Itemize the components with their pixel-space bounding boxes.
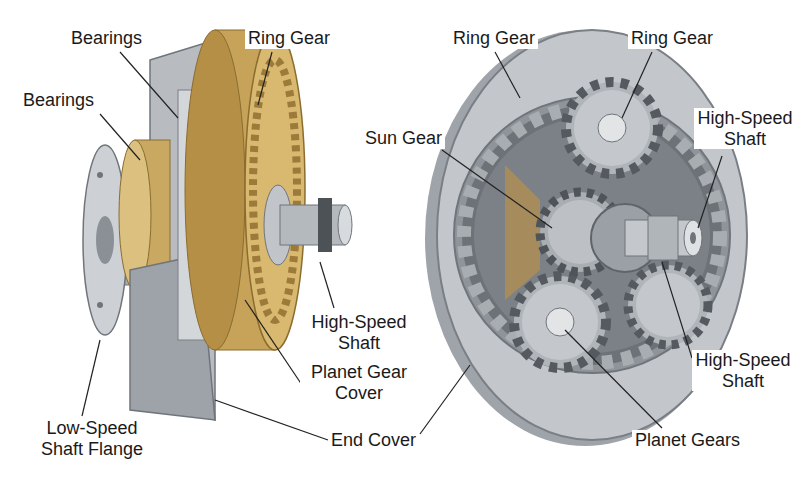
part-label: Sun Gear [362, 128, 445, 149]
part-label: Bearings [68, 28, 145, 49]
planet-gear [566, 82, 658, 174]
part-label: High-Speed Shaft [692, 350, 794, 391]
part-label: High-Speed Shaft [694, 108, 796, 149]
part-label: Ring Gear [450, 28, 538, 49]
planet-gear [628, 265, 708, 345]
part-label: High-Speed Shaft [300, 312, 418, 353]
part-label: End Cover [328, 430, 419, 451]
part-label: Planet Gears [632, 430, 743, 451]
planet-gear [514, 276, 606, 368]
part-label: Bearings [20, 90, 97, 111]
part-label: Low-Speed Shaft Flange [28, 418, 156, 459]
part-label: Ring Gear [628, 28, 716, 49]
part-label: Ring Gear [245, 28, 333, 49]
part-label: Planet Gear Cover [300, 362, 418, 403]
leader-lines [82, 52, 722, 440]
